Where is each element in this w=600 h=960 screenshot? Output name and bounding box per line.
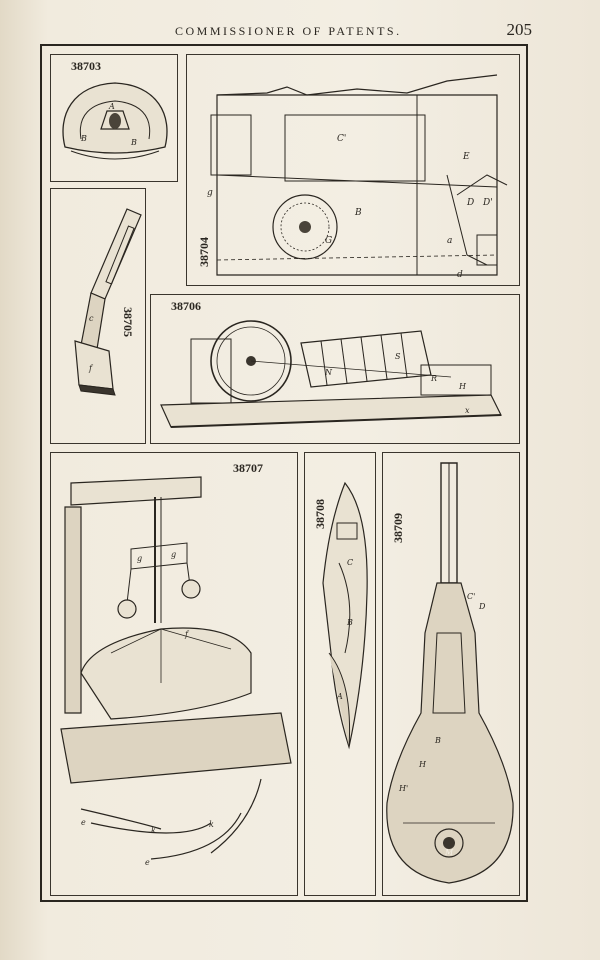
label-b: B bbox=[80, 134, 87, 143]
label-m: M bbox=[444, 848, 454, 857]
figure-38703-drawing: A B B bbox=[51, 55, 179, 183]
label-e: e bbox=[145, 858, 150, 867]
plate-frame: 38703 A B B 38704 bbox=[40, 44, 528, 902]
figure-number: 38707 bbox=[233, 461, 263, 475]
figure-38709-drawing: C' D B H H' M bbox=[383, 453, 521, 897]
label-c: C bbox=[347, 558, 353, 567]
figure-38706: 38706 N S R H x bbox=[150, 294, 520, 444]
label-g: g bbox=[171, 550, 176, 559]
figure-38707: 38707 g g bbox=[50, 452, 298, 896]
label-e: e bbox=[81, 818, 86, 827]
label-d-prime: D' bbox=[482, 198, 493, 208]
label-g: G bbox=[325, 236, 332, 246]
page-number: 205 bbox=[506, 20, 533, 39]
label-d-small: d bbox=[457, 270, 463, 280]
figure-38704-drawing: C' B G E D D' a d g bbox=[207, 55, 521, 280]
label-r: R bbox=[430, 374, 437, 383]
label-h: H bbox=[418, 760, 427, 769]
label-k: k bbox=[151, 826, 156, 835]
label-b: B bbox=[130, 138, 137, 147]
figure-number: 38706 bbox=[171, 299, 201, 313]
label-n: N bbox=[324, 368, 333, 377]
figure-38707-drawing: g g f e k k e bbox=[51, 453, 299, 867]
figure-38704: 38704 C' B G E D D' bbox=[186, 54, 520, 286]
label-b: B bbox=[434, 736, 441, 745]
label-f: f bbox=[184, 630, 190, 639]
label-x: x bbox=[465, 406, 470, 415]
label-h: H bbox=[458, 382, 467, 391]
label-a-small: a bbox=[447, 236, 452, 246]
figure-38708: 38708 C B A bbox=[304, 452, 376, 896]
label-h-prime: H' bbox=[398, 784, 408, 793]
label-d: D bbox=[466, 198, 474, 208]
label-f: f bbox=[88, 364, 94, 373]
figure-38705: 38705 c f bbox=[50, 188, 146, 444]
running-head: COMMISSIONER OF PATENTS. bbox=[175, 24, 402, 38]
figure-38706-drawing: N S R H x bbox=[151, 295, 521, 445]
label-e: E bbox=[462, 152, 470, 162]
figure-38709: 38709 C' D B H H' M bbox=[382, 452, 520, 896]
label-a: A bbox=[336, 692, 343, 701]
figure-number: 38703 bbox=[71, 59, 101, 73]
label-a: A bbox=[108, 102, 115, 111]
label-c-prime: C' bbox=[337, 134, 346, 144]
label-b: B bbox=[354, 208, 362, 218]
label-c: c bbox=[89, 314, 94, 323]
label-d: D bbox=[478, 602, 486, 611]
label-b: B bbox=[346, 618, 353, 627]
label-g-small: g bbox=[207, 188, 213, 198]
label-g: g bbox=[137, 554, 142, 563]
label-s: S bbox=[395, 352, 401, 361]
figure-38708-drawing: C B A bbox=[305, 453, 377, 897]
figure-38705-drawing: c f bbox=[51, 189, 147, 445]
figure-38703: 38703 A B B bbox=[50, 54, 178, 182]
label-c-prime: C' bbox=[467, 592, 475, 601]
label-k: k bbox=[209, 820, 214, 829]
